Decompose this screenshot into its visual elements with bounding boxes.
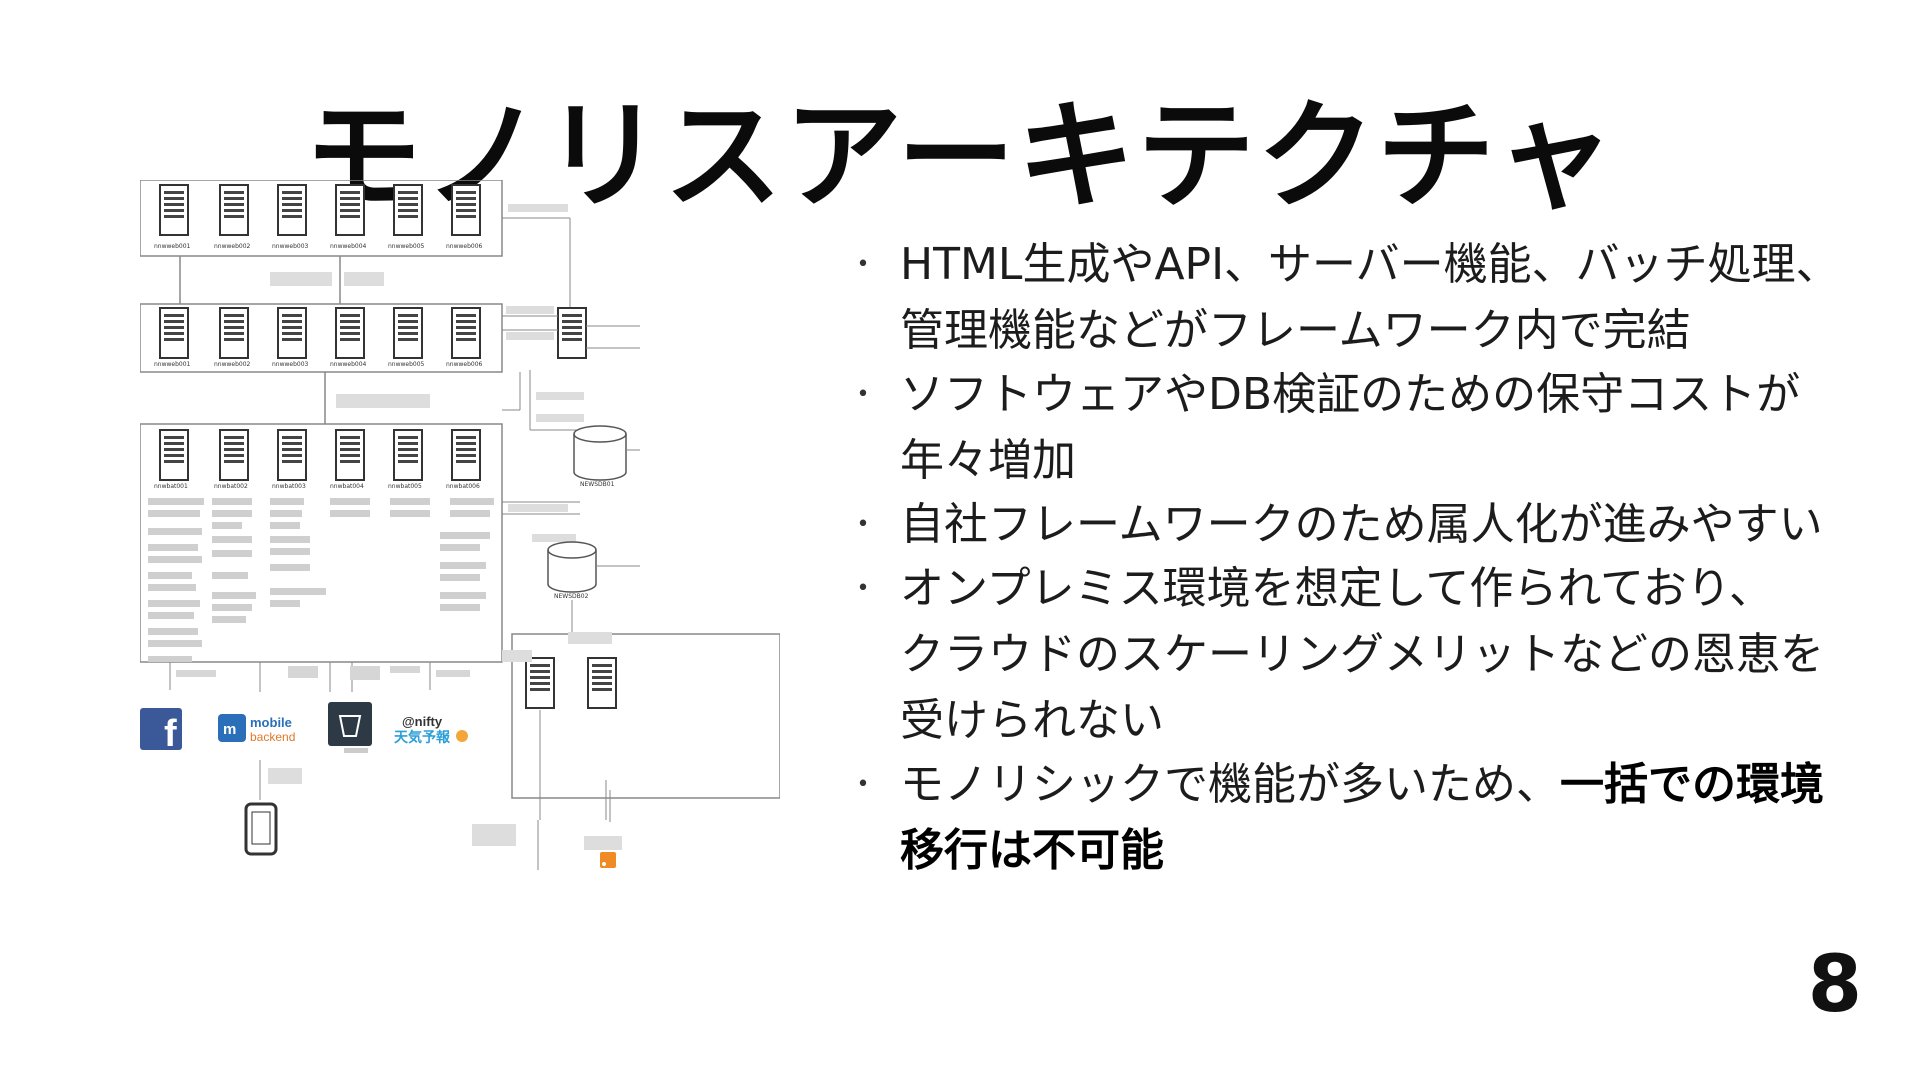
nifty-label: 天気予報 — [394, 729, 451, 746]
server-row-1 — [159, 184, 481, 236]
nifty-label: @nifty — [402, 714, 443, 729]
bullet-line: 自社フレームワークのため属人化が進みやすい — [900, 499, 1823, 550]
bullet-dot: • — [856, 772, 870, 797]
server-label: nnwbat001 — [154, 483, 188, 490]
web-server-cluster-2 — [139, 303, 503, 373]
mobile-backend-label: mobile — [250, 715, 292, 730]
server-label: nnwweb005 — [388, 361, 425, 368]
batch-server-cluster — [139, 423, 503, 663]
svg-text:m: m — [223, 721, 236, 738]
server-label: nnwweb004 — [330, 243, 367, 250]
server-label: nnwweb006 — [446, 243, 483, 250]
bullet-line: HTML生成やAPI、サーバー機能、バッチ処理、 — [900, 239, 1840, 290]
slide-title: モノリスアーキテクチャ — [304, 87, 1616, 225]
bullet-item: • ソフトウェアやDB検証のための保守コストが 年々増加 — [848, 362, 1868, 494]
server-label: nnwweb005 — [388, 243, 425, 250]
bullet-item: • HTML生成やAPI、サーバー機能、バッチ処理、 管理機能などがフレームワー… — [848, 232, 1868, 364]
server-label: nnwbat004 — [330, 483, 364, 490]
page-number: 8 — [1807, 940, 1862, 1030]
server-label: nnwweb002 — [214, 243, 251, 250]
server-label: nnwbat005 — [388, 483, 422, 490]
server-label: nnwweb006 — [446, 361, 483, 368]
bullet-item: • オンプレミス環境を想定して作られており、 クラウドのスケーリングメリットなど… — [848, 556, 1868, 754]
bullet-line: ソフトウェアやDB検証のための保守コストが — [900, 369, 1801, 420]
bullet-dot: • — [856, 252, 870, 277]
mobile-backend-label: backend — [250, 730, 295, 744]
server-label: nnwweb003 — [272, 361, 309, 368]
server-row-2 — [159, 307, 481, 359]
bullet-item: • 自社フレームワークのため属人化が進みやすい — [848, 492, 1868, 558]
architecture-diagram: nnwweb001 nnwweb002 nnwweb003 nnwweb004 … — [139, 179, 781, 1010]
server-label: nnwweb001 — [154, 361, 191, 368]
bullet-dot: • — [856, 382, 870, 407]
bullet-list: • HTML生成やAPI、サーバー機能、バッチ処理、 管理機能などがフレームワー… — [848, 232, 1868, 884]
bullet-dot: • — [856, 576, 870, 601]
bullet-line: 年々増加 — [900, 435, 1076, 486]
bullet-line: 管理機能などがフレームワーク内で完結 — [900, 305, 1691, 356]
server-label: nnwbat003 — [272, 483, 306, 490]
db-label: NEWSDB01 — [580, 481, 615, 488]
smartphone-icon — [244, 802, 278, 856]
database-icon — [573, 425, 627, 481]
svg-text:f: f — [164, 713, 177, 755]
server-label: nnwbat006 — [446, 483, 480, 490]
server-row-3 — [159, 429, 481, 481]
bullet-line: クラウドのスケーリングメリットなどの恩恵を — [900, 629, 1824, 680]
bullet-text: モノリシックで機能が多いため、 — [900, 759, 1560, 810]
db-label: NEWSDB02 — [554, 593, 589, 600]
bullet-line: 受けられない — [900, 695, 1164, 746]
server-label: nnwweb002 — [214, 361, 251, 368]
facebook-icon: f — [140, 708, 182, 755]
server-label: nnwweb003 — [272, 243, 309, 250]
bullet-dot: • — [856, 512, 870, 537]
nifty-weather-icon: @nifty 天気予報 — [394, 714, 468, 746]
bullet-line: モノリシックで機能が多いため、一括での環境 — [900, 752, 1868, 818]
cloud-storage-icon — [328, 702, 372, 753]
mobile-backend-icon: m mobile backend — [218, 714, 295, 744]
database-icon — [547, 541, 597, 593]
rss-icon — [600, 852, 616, 868]
server-label: nnwbat002 — [214, 483, 248, 490]
server-label: nnwweb004 — [330, 361, 367, 368]
bullet-emphasis: 移行は不可能 — [900, 825, 1164, 876]
bullet-emphasis: 一括での環境 — [1560, 759, 1824, 810]
bullet-line: オンプレミス環境を想定して作られており、 — [900, 563, 1773, 614]
bullet-item: • モノリシックで機能が多いため、一括での環境 移行は不可能 — [848, 752, 1868, 884]
server-label: nnwweb001 — [154, 243, 191, 250]
